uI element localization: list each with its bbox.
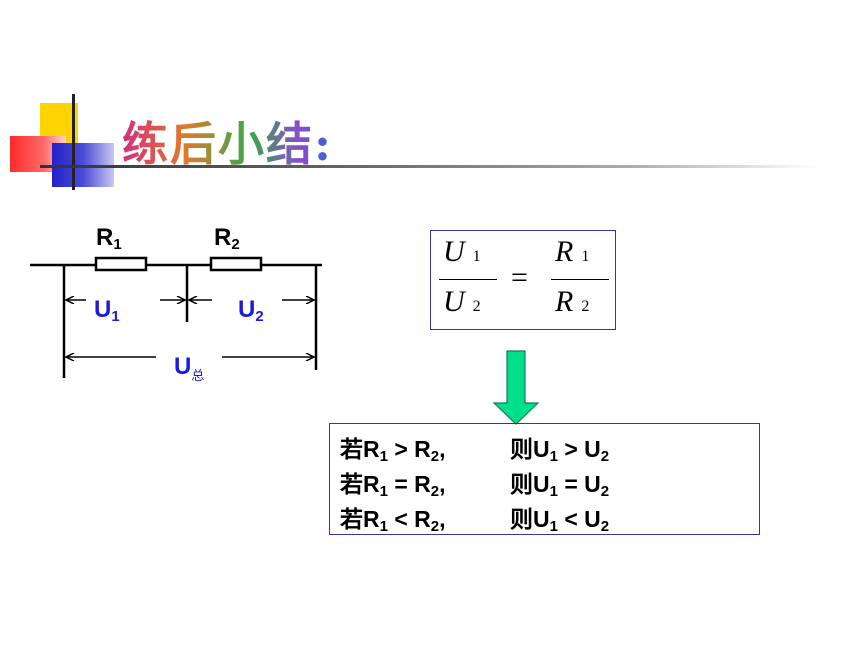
formula-right-fraction-bar — [551, 279, 609, 280]
label-r1: R1 — [96, 224, 122, 253]
label-u1: U1 — [94, 296, 120, 325]
rule-row: 若R1 > R2,则U1 > U2 — [340, 436, 610, 465]
formula-equals: = — [511, 261, 528, 294]
resistor-r2 — [209, 256, 263, 272]
slide-title: 练后小结: — [122, 108, 333, 174]
resistor-r1 — [94, 256, 148, 272]
label-u2: U2 — [238, 296, 264, 325]
title-underline — [40, 165, 820, 168]
label-r2: R2 — [214, 224, 240, 253]
formula-left-fraction-bar — [439, 279, 497, 280]
comparison-rules-box: 若R1 > R2,则U1 > U2 若R1 = R2,则U1 = U2 若R1 … — [329, 423, 760, 535]
rule-row: 若R1 = R2,则U1 = U2 — [340, 471, 610, 500]
title-decoration-vertical-line — [72, 94, 75, 190]
rule-row: 若R1 < R2,则U1 < U2 — [340, 506, 610, 535]
result-down-arrow — [492, 350, 540, 425]
label-utotal: U总 — [174, 353, 205, 383]
